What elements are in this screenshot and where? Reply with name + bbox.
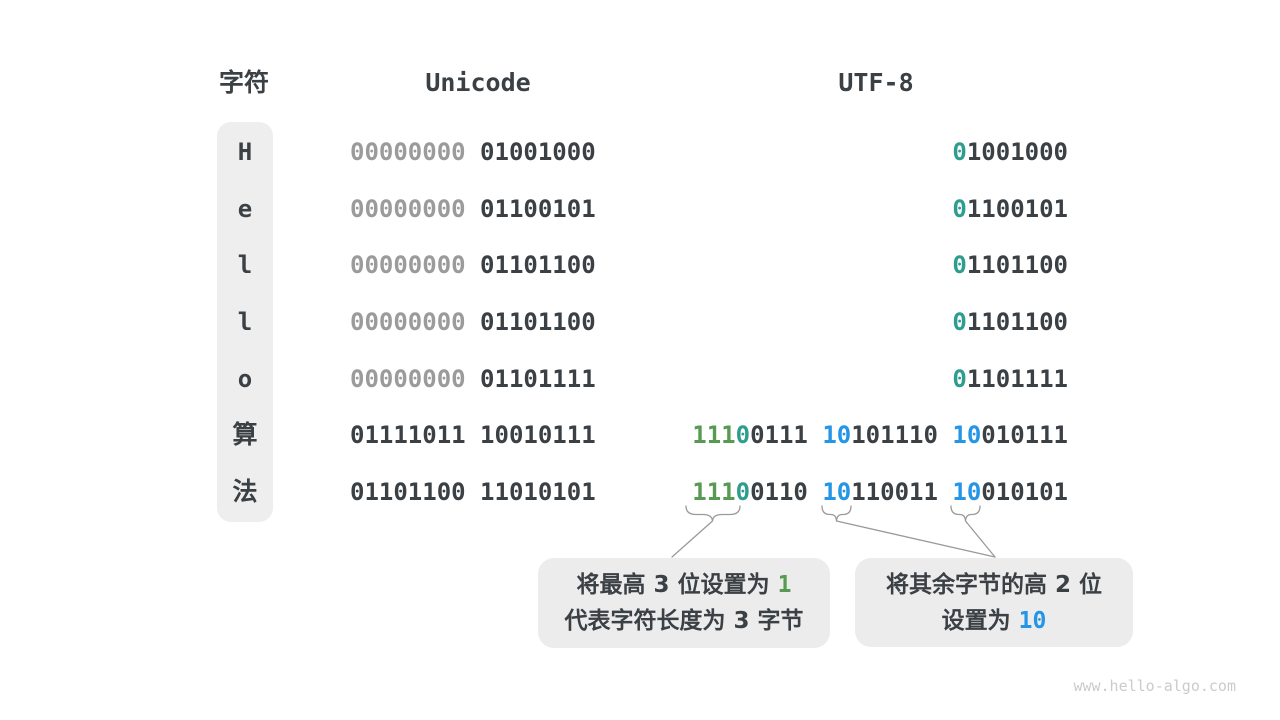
callout-leading-bits: 将最高 3 位设置为 1 代表字符长度为 3 字节 (538, 558, 830, 648)
bit-group: 01101100 (465, 251, 596, 279)
bit-group: 10 (822, 421, 852, 449)
char-cell: e (237, 195, 253, 223)
underbrace-continuation-byte3 (950, 505, 981, 522)
column-header-unicode: Unicode (425, 68, 531, 97)
column-header-char: 字符 (218, 68, 270, 97)
char-cell: l (237, 308, 253, 336)
bit-group: 01001000 (465, 138, 596, 166)
callout-text: 将最高 3 位设置为 (576, 572, 778, 598)
callout-text: 将其余字节的高 2 位 (885, 572, 1103, 598)
callout-continuation-bits: 将其余字节的高 2 位 设置为 10 (855, 558, 1133, 647)
utf8-value: 01100101 (952, 195, 1068, 223)
callout-highlight-number: 1 (777, 572, 792, 598)
unicode-value: 00000000 01101100 (350, 251, 596, 279)
bit-group: 01111011 10010111 (350, 421, 596, 449)
utf8-value: 01101100 (952, 251, 1068, 279)
bit-group: 101110 (851, 421, 953, 449)
bit-group: 1001000 (966, 138, 1068, 166)
underbrace-leading-bits (685, 505, 741, 522)
unicode-value: 01101100 11010101 (350, 478, 596, 506)
unicode-value: 00000000 01101111 (350, 365, 596, 393)
callout-line: 设置为 10 (855, 603, 1133, 639)
char-cell: o (237, 365, 253, 393)
bit-group: 1101100 (966, 251, 1068, 279)
unicode-value: 00000000 01101100 (350, 308, 596, 336)
utf8-value: 01101111 (952, 365, 1068, 393)
bit-group: 1101111 (966, 365, 1068, 393)
bit-group: 01101100 11010101 (350, 478, 596, 506)
column-header-utf8: UTF-8 (838, 68, 914, 97)
callout-text: 代表字符长度为 3 字节 (564, 608, 804, 634)
unicode-value: 01111011 10010111 (350, 421, 596, 449)
bit-group: 10 (822, 478, 852, 506)
callout-highlight-number: 10 (1018, 608, 1047, 634)
bit-group: 111 (692, 478, 736, 506)
bit-group: 0 (952, 195, 967, 223)
bit-group: 010111 (981, 421, 1068, 449)
bit-group: 111 (692, 421, 736, 449)
bit-group: 00000000 (350, 251, 466, 279)
char-cell: 法 (232, 477, 258, 506)
char-cell: H (237, 138, 253, 166)
utf8-value: 01001000 (952, 138, 1068, 166)
callout-line: 将其余字节的高 2 位 (855, 567, 1133, 603)
bit-group: 00000000 (350, 308, 466, 336)
bit-group: 0 (735, 478, 751, 506)
bit-group: 01101100 (465, 308, 596, 336)
utf8-value: 11100111 10101110 10010111 (692, 421, 1068, 449)
bit-group: 1101100 (966, 308, 1068, 336)
callout-line: 代表字符长度为 3 字节 (538, 603, 830, 639)
unicode-value: 00000000 01001000 (350, 138, 596, 166)
bit-group: 01101111 (465, 365, 596, 393)
bit-group: 00000000 (350, 365, 466, 393)
bit-group: 10 (952, 478, 982, 506)
bit-group: 00000000 (350, 195, 466, 223)
connector-line-right (964, 520, 996, 558)
callout-text: 设置为 (941, 608, 1019, 634)
utf8-value: 11100110 10110011 10010101 (692, 478, 1068, 506)
unicode-value: 00000000 01100101 (350, 195, 596, 223)
underbrace-continuation-byte2 (821, 505, 852, 522)
callout-line: 将最高 3 位设置为 1 (538, 567, 830, 603)
bit-group: 00000000 (350, 138, 466, 166)
bit-group: 0111 (750, 421, 823, 449)
utf8-value: 01101100 (952, 308, 1068, 336)
bit-group: 0 (952, 138, 967, 166)
bit-group: 0 (952, 251, 967, 279)
bit-group: 1100101 (966, 195, 1068, 223)
char-cell: l (237, 251, 253, 279)
bit-group: 0 (952, 365, 967, 393)
bit-group: 01100101 (465, 195, 596, 223)
character-column-box (217, 122, 273, 522)
bit-group: 010101 (981, 478, 1068, 506)
bit-group: 0 (735, 421, 751, 449)
bit-group: 0 (952, 308, 967, 336)
site-watermark: www.hello-algo.com (1073, 677, 1236, 695)
bit-group: 0110 (750, 478, 823, 506)
char-cell: 算 (232, 420, 258, 449)
bit-group: 10 (952, 421, 982, 449)
bit-group: 110011 (851, 478, 953, 506)
connector-line-mid (835, 520, 996, 558)
connector-line-left (671, 520, 714, 558)
